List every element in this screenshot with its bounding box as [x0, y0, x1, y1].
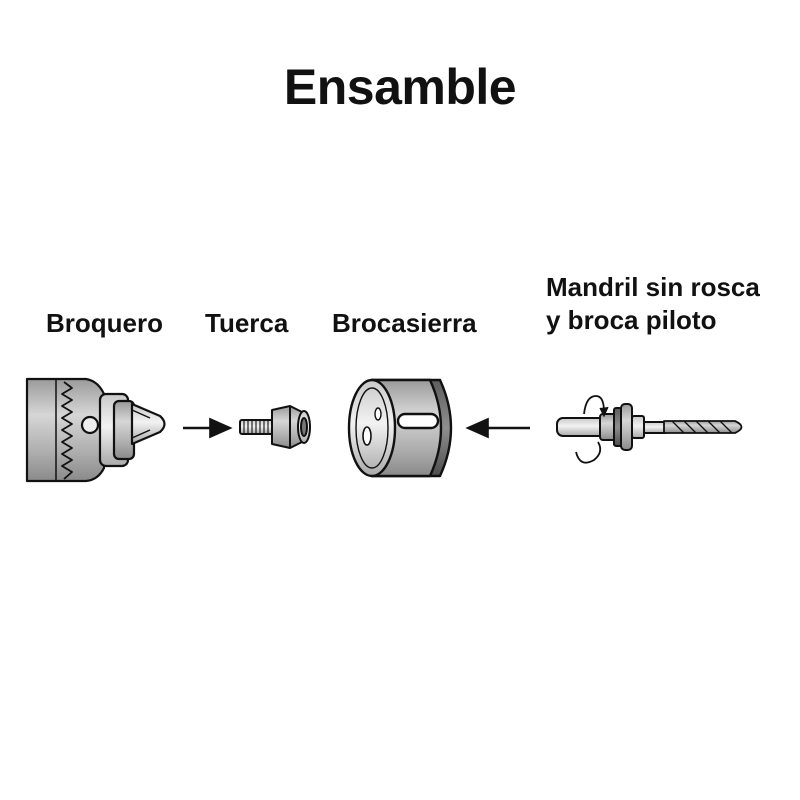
broquero-chuck — [25, 377, 166, 483]
rotation-arrow-icon — [575, 395, 609, 464]
brocasierra-holesaw — [347, 378, 453, 478]
label-broquero: Broquero — [46, 308, 163, 338]
page-title: Ensamble — [283, 59, 517, 115]
label-mandril-line2: y broca piloto — [546, 305, 717, 335]
mandril-arbor — [556, 403, 667, 451]
label-mandril: Mandril sin rosca y broca piloto — [546, 271, 760, 337]
label-mandril-line1: Mandril sin rosca — [546, 272, 760, 302]
tuerca-nut — [239, 405, 311, 449]
label-brocasierra: Brocasierra — [332, 308, 477, 338]
label-tuerca: Tuerca — [205, 308, 289, 338]
broca-piloto-drill-bit — [663, 420, 743, 434]
